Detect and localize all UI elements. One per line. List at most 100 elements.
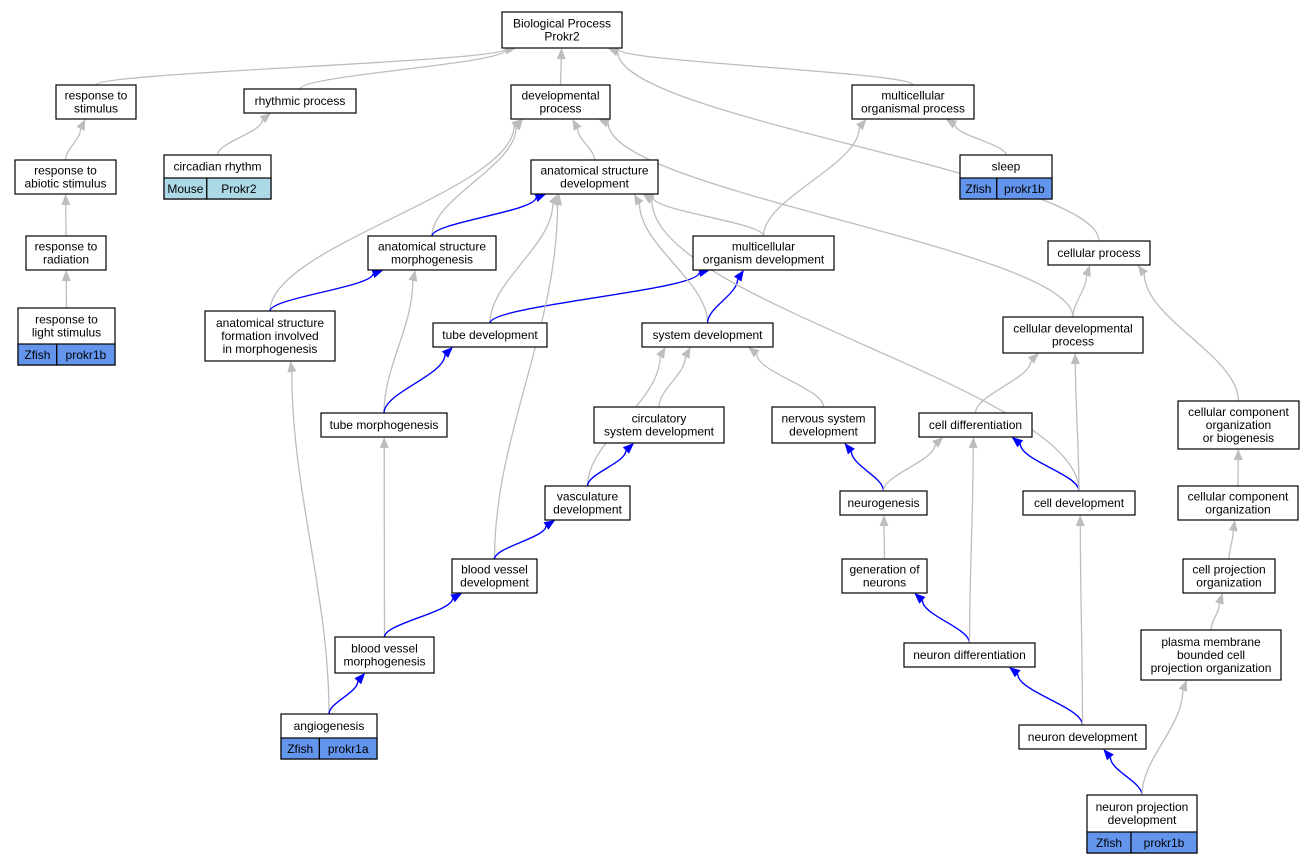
edge-line	[216, 119, 264, 156]
term-node-box	[851, 84, 975, 120]
term-node-box	[451, 558, 538, 594]
term-node-box	[510, 84, 611, 120]
term-label-line: development	[560, 177, 629, 191]
term-label-line: response to	[34, 164, 97, 178]
edge-line	[586, 450, 627, 487]
edge-line	[1079, 525, 1084, 726]
term-node-box	[204, 310, 336, 362]
edge-arrowhead	[748, 347, 760, 358]
term-label-line: neurogenesis	[847, 496, 919, 510]
species-tag: Zfish	[1096, 836, 1122, 850]
edge-arrowhead	[856, 119, 867, 131]
term-node-neu[interactable]: neurogenesis	[839, 490, 928, 516]
edge-line	[328, 681, 359, 715]
term-node-cdf[interactable]: cell differentiation	[918, 412, 1033, 438]
edge-line	[269, 125, 515, 312]
edge-line	[1228, 530, 1234, 560]
edge-ndv-to-ndf	[1009, 667, 1084, 726]
edge-mod-to-asd	[642, 193, 765, 237]
gene-tag-cell	[56, 343, 116, 366]
edge-line	[489, 203, 554, 324]
edge-arrowhead	[844, 443, 855, 455]
edge-line	[968, 447, 974, 644]
edge-npd-to-pmb	[1141, 680, 1187, 796]
term-node-box	[25, 235, 107, 271]
term-label-line: neuron differentiation	[913, 648, 1026, 662]
term-node-ndv[interactable]: neuron development	[1018, 724, 1147, 750]
term-node-rhy[interactable]: rhythmic process	[243, 88, 357, 114]
term-label-line: radiation	[43, 253, 89, 267]
edge-arrowhead	[1178, 680, 1187, 692]
edge-line	[1016, 673, 1084, 726]
term-label-line: sleep	[992, 160, 1021, 174]
term-node-ndf[interactable]: neuron differentiation	[903, 642, 1036, 668]
edge-line	[291, 371, 330, 715]
edge-line	[1143, 273, 1240, 402]
species-tag: Zfish	[24, 348, 50, 362]
term-node-tmo[interactable]: tube morphogenesis	[320, 412, 448, 438]
term-node-cde[interactable]: cell development	[1022, 490, 1136, 516]
term-label-line: development	[789, 425, 858, 439]
term-label-line: bounded cell	[1177, 648, 1245, 662]
term-label-line: cellular process	[1057, 246, 1140, 260]
edge-sdv-to-mod	[706, 270, 744, 324]
term-node-box	[1177, 485, 1299, 521]
edge-arrowhead	[511, 119, 523, 130]
term-node-tdv[interactable]: tube development	[432, 322, 548, 348]
edge-mod-to-mop	[762, 119, 867, 237]
edge-arrowhead	[1233, 449, 1243, 460]
edge-tdv-to-mod	[489, 268, 710, 324]
edge-cdp-to-cp	[1072, 265, 1091, 318]
edge-asd-to-dev	[572, 119, 596, 161]
edge-line	[1141, 690, 1184, 796]
gene-tag: Prokr2	[221, 182, 257, 196]
term-label-line: circadian rhythm	[173, 160, 261, 174]
edge-line	[64, 128, 82, 161]
term-label-line: cellular component	[1188, 405, 1289, 419]
term-label-line: organization	[1196, 576, 1261, 590]
edge-ang-to-asf	[287, 361, 330, 715]
term-label-line: system development	[652, 328, 763, 342]
term-label-line: organism development	[703, 253, 825, 267]
edge-gon-to-neu	[879, 515, 889, 560]
edges-layer	[61, 44, 1243, 796]
term-label-line: in morphogenesis	[223, 342, 318, 356]
edge-asf-to-dev	[269, 119, 523, 312]
edge-line	[954, 124, 1007, 156]
edge-ras-to-rts	[64, 119, 86, 161]
term-node-cp[interactable]: cellular process	[1047, 240, 1151, 266]
edge-npd-to-ndv	[1103, 749, 1143, 796]
edge-line	[706, 278, 739, 324]
term-node-sdv[interactable]: system development	[641, 322, 774, 348]
edge-cpo-to-cc2	[1228, 520, 1238, 560]
edge-sdv-to-asd	[634, 194, 709, 324]
edge-rls-to-rad	[61, 270, 71, 309]
term-label-line: process	[1052, 335, 1094, 349]
